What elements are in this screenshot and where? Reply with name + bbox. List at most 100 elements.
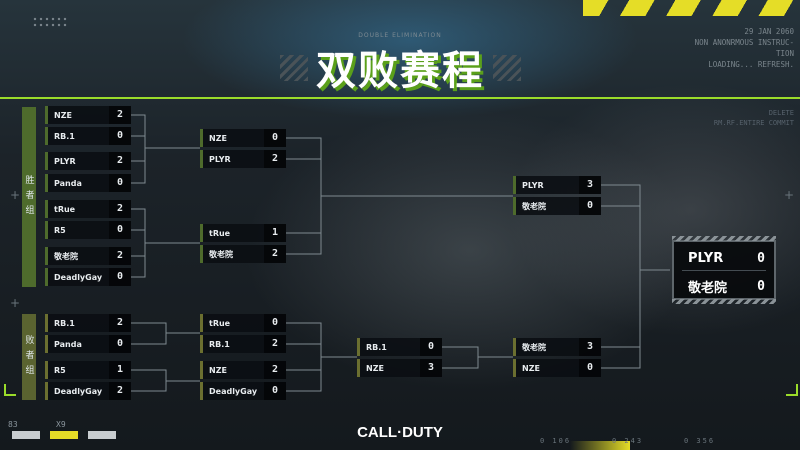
team-score: 0 xyxy=(264,129,286,147)
team-score: 1 xyxy=(109,361,131,379)
team-score: 2 xyxy=(264,245,286,263)
team-name: tRue xyxy=(54,204,76,214)
team-name: R5 xyxy=(54,225,66,235)
connector-line xyxy=(286,357,322,371)
connector-line xyxy=(131,333,167,345)
match-slot: PLYR 2 xyxy=(45,152,131,170)
match-slot: NZE 2 xyxy=(200,361,286,379)
team-score: 0 xyxy=(109,174,131,192)
page-subtitle: DOUBLE ELIMINATION xyxy=(358,32,442,39)
grand-final-row: 敬老院 0 xyxy=(674,273,774,299)
page-title: 双败赛程 xyxy=(316,48,484,94)
info-line: NON ANONRMOUS INSTRUC- xyxy=(694,38,794,47)
bottom-tab[interactable] xyxy=(12,431,40,439)
team-score: 2 xyxy=(264,150,286,168)
title-stripes-right xyxy=(493,55,521,81)
match-slot: 敬老院 0 xyxy=(513,197,601,215)
connector-line xyxy=(131,322,200,334)
crosshair-icon: + xyxy=(10,296,21,310)
connector-line xyxy=(286,357,322,392)
team-name: NZE xyxy=(54,110,72,120)
crosshair-icon: + xyxy=(10,188,21,202)
connector-line xyxy=(601,270,641,348)
match-slot: tRue 0 xyxy=(200,314,286,332)
team-name: DeadlyGay xyxy=(54,272,103,282)
connector-line xyxy=(286,322,357,358)
team-name: 敬老院 xyxy=(522,201,546,211)
team-score: 2 xyxy=(109,106,131,124)
team-name: PLYR xyxy=(688,250,724,266)
team-name: NZE xyxy=(522,363,540,373)
info-line: 29 JAN 2060 xyxy=(744,27,794,36)
readout-number: 0 106 xyxy=(540,437,572,445)
team-name: DeadlyGay xyxy=(54,386,103,396)
team-score: 0 xyxy=(264,314,286,332)
match-slot: PLYR 2 xyxy=(200,150,286,168)
side-readout: DELETE RM.RF.ENTIRE COMMIT xyxy=(714,108,794,128)
team-score: 3 xyxy=(579,338,601,356)
connector-line xyxy=(131,148,146,162)
team-score: 0 xyxy=(109,268,131,286)
team-score: 2 xyxy=(109,152,131,170)
match-slot: tRue 1 xyxy=(200,224,286,242)
grand-final-divider xyxy=(682,270,766,271)
connector-line xyxy=(601,347,641,369)
team-name: 敬老院 xyxy=(209,249,233,259)
info-readout: 29 JAN 2060 NON ANONRMOUS INSTRUC- TION … xyxy=(695,26,794,70)
corner-bracket-icon xyxy=(786,384,798,396)
team-score: 1 xyxy=(264,224,286,242)
team-name: RB.1 xyxy=(54,131,75,141)
team-name: Panda xyxy=(54,178,82,188)
team-score: 0 xyxy=(757,250,765,266)
side-line: DELETE xyxy=(768,109,794,117)
readout-number: 0 356 xyxy=(684,437,716,445)
readout-number: 0 243 xyxy=(612,437,644,445)
tab-number: 83 xyxy=(8,420,18,429)
title-stripes-left xyxy=(280,55,308,81)
hazard-stripes xyxy=(583,0,800,16)
team-score: 0 xyxy=(757,278,765,294)
team-score: 2 xyxy=(109,200,131,218)
bottom-tab[interactable] xyxy=(88,431,116,439)
team-score: 2 xyxy=(264,361,286,379)
connector-line xyxy=(601,184,670,271)
crosshair-icon: + xyxy=(784,188,795,202)
connector-line xyxy=(286,196,322,234)
match-slot: DeadlyGay 2 xyxy=(45,382,131,400)
match-slot: DeadlyGay 0 xyxy=(200,382,286,400)
connector-line xyxy=(442,357,479,369)
match-slot: NZE 2 xyxy=(45,106,131,124)
match-slot: DeadlyGay 0 xyxy=(45,268,131,286)
team-name: DeadlyGay xyxy=(209,386,258,396)
connector-line xyxy=(131,148,146,184)
connector-line xyxy=(131,369,200,382)
team-score: 3 xyxy=(579,176,601,194)
team-score: 0 xyxy=(109,221,131,239)
match-slot: NZE 3 xyxy=(357,359,442,377)
connector-line xyxy=(131,243,146,257)
bottom-tab-active[interactable] xyxy=(50,431,78,439)
match-slot: R5 0 xyxy=(45,221,131,239)
match-slot: Panda 0 xyxy=(45,174,131,192)
team-score: 0 xyxy=(109,127,131,145)
match-slot: R5 1 xyxy=(45,361,131,379)
info-line: TION xyxy=(775,49,794,58)
header-divider xyxy=(0,97,800,99)
connector-line xyxy=(442,346,513,358)
team-score: 2 xyxy=(264,335,286,353)
dot-grid-icon xyxy=(32,16,68,28)
match-slot: RB.1 2 xyxy=(45,314,131,332)
team-name: tRue xyxy=(209,228,231,238)
team-name: PLYR xyxy=(209,154,231,164)
team-name: RB.1 xyxy=(54,318,75,328)
match-slot: NZE 0 xyxy=(200,129,286,147)
top-glow xyxy=(180,0,640,120)
team-score: 2 xyxy=(109,314,131,332)
team-name: tRue xyxy=(209,318,231,328)
yellow-accent-bar xyxy=(570,441,630,450)
match-slot: RB.1 0 xyxy=(357,338,442,356)
winners-group-label: 胜者组 xyxy=(22,107,36,287)
team-name: NZE xyxy=(209,365,227,375)
connector-line xyxy=(131,243,146,278)
match-slot: PLYR 3 xyxy=(513,176,601,194)
